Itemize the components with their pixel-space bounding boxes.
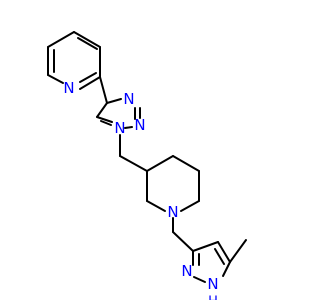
bond xyxy=(146,200,166,212)
bond xyxy=(77,37,98,50)
piperidine-nitrogen-label: N xyxy=(167,203,178,221)
molecule-structure: N N N N N N N H xyxy=(47,31,247,300)
pyrazole-hydrogen-label: H xyxy=(208,295,218,300)
bond xyxy=(192,241,219,252)
bond xyxy=(79,72,97,83)
triazole-nitrogen-label: N xyxy=(123,90,134,108)
triazole-ring xyxy=(96,98,141,129)
pyrazole-nitrogen-label: N xyxy=(181,262,192,280)
bond xyxy=(172,231,194,252)
bond xyxy=(217,241,231,263)
molecule-canvas: N N N N N N N H xyxy=(47,31,247,300)
bond xyxy=(146,155,174,172)
triazole-nitrogen-label: N xyxy=(114,119,125,137)
pyridine-nitrogen-label: N xyxy=(63,79,74,97)
bond xyxy=(119,155,148,172)
pyridine-ring xyxy=(47,31,101,90)
bond xyxy=(172,155,200,172)
pyrazole-nh-nitrogen-label: N xyxy=(207,275,218,293)
bond xyxy=(47,31,75,48)
bond xyxy=(47,74,64,84)
bond xyxy=(193,276,206,283)
bond xyxy=(96,102,108,118)
methyl-bond xyxy=(229,239,247,263)
pyrazole-ring xyxy=(192,241,231,283)
piperidine-ring xyxy=(146,155,200,212)
bond xyxy=(106,98,122,104)
triazole-nitrogen-label: N xyxy=(134,116,145,134)
bond xyxy=(222,261,231,277)
bond xyxy=(96,116,113,123)
bond xyxy=(100,120,112,126)
bond xyxy=(214,248,225,265)
bond xyxy=(124,126,133,129)
bond xyxy=(79,76,101,90)
bond xyxy=(180,200,200,212)
bond xyxy=(73,31,101,48)
bond xyxy=(99,76,108,104)
